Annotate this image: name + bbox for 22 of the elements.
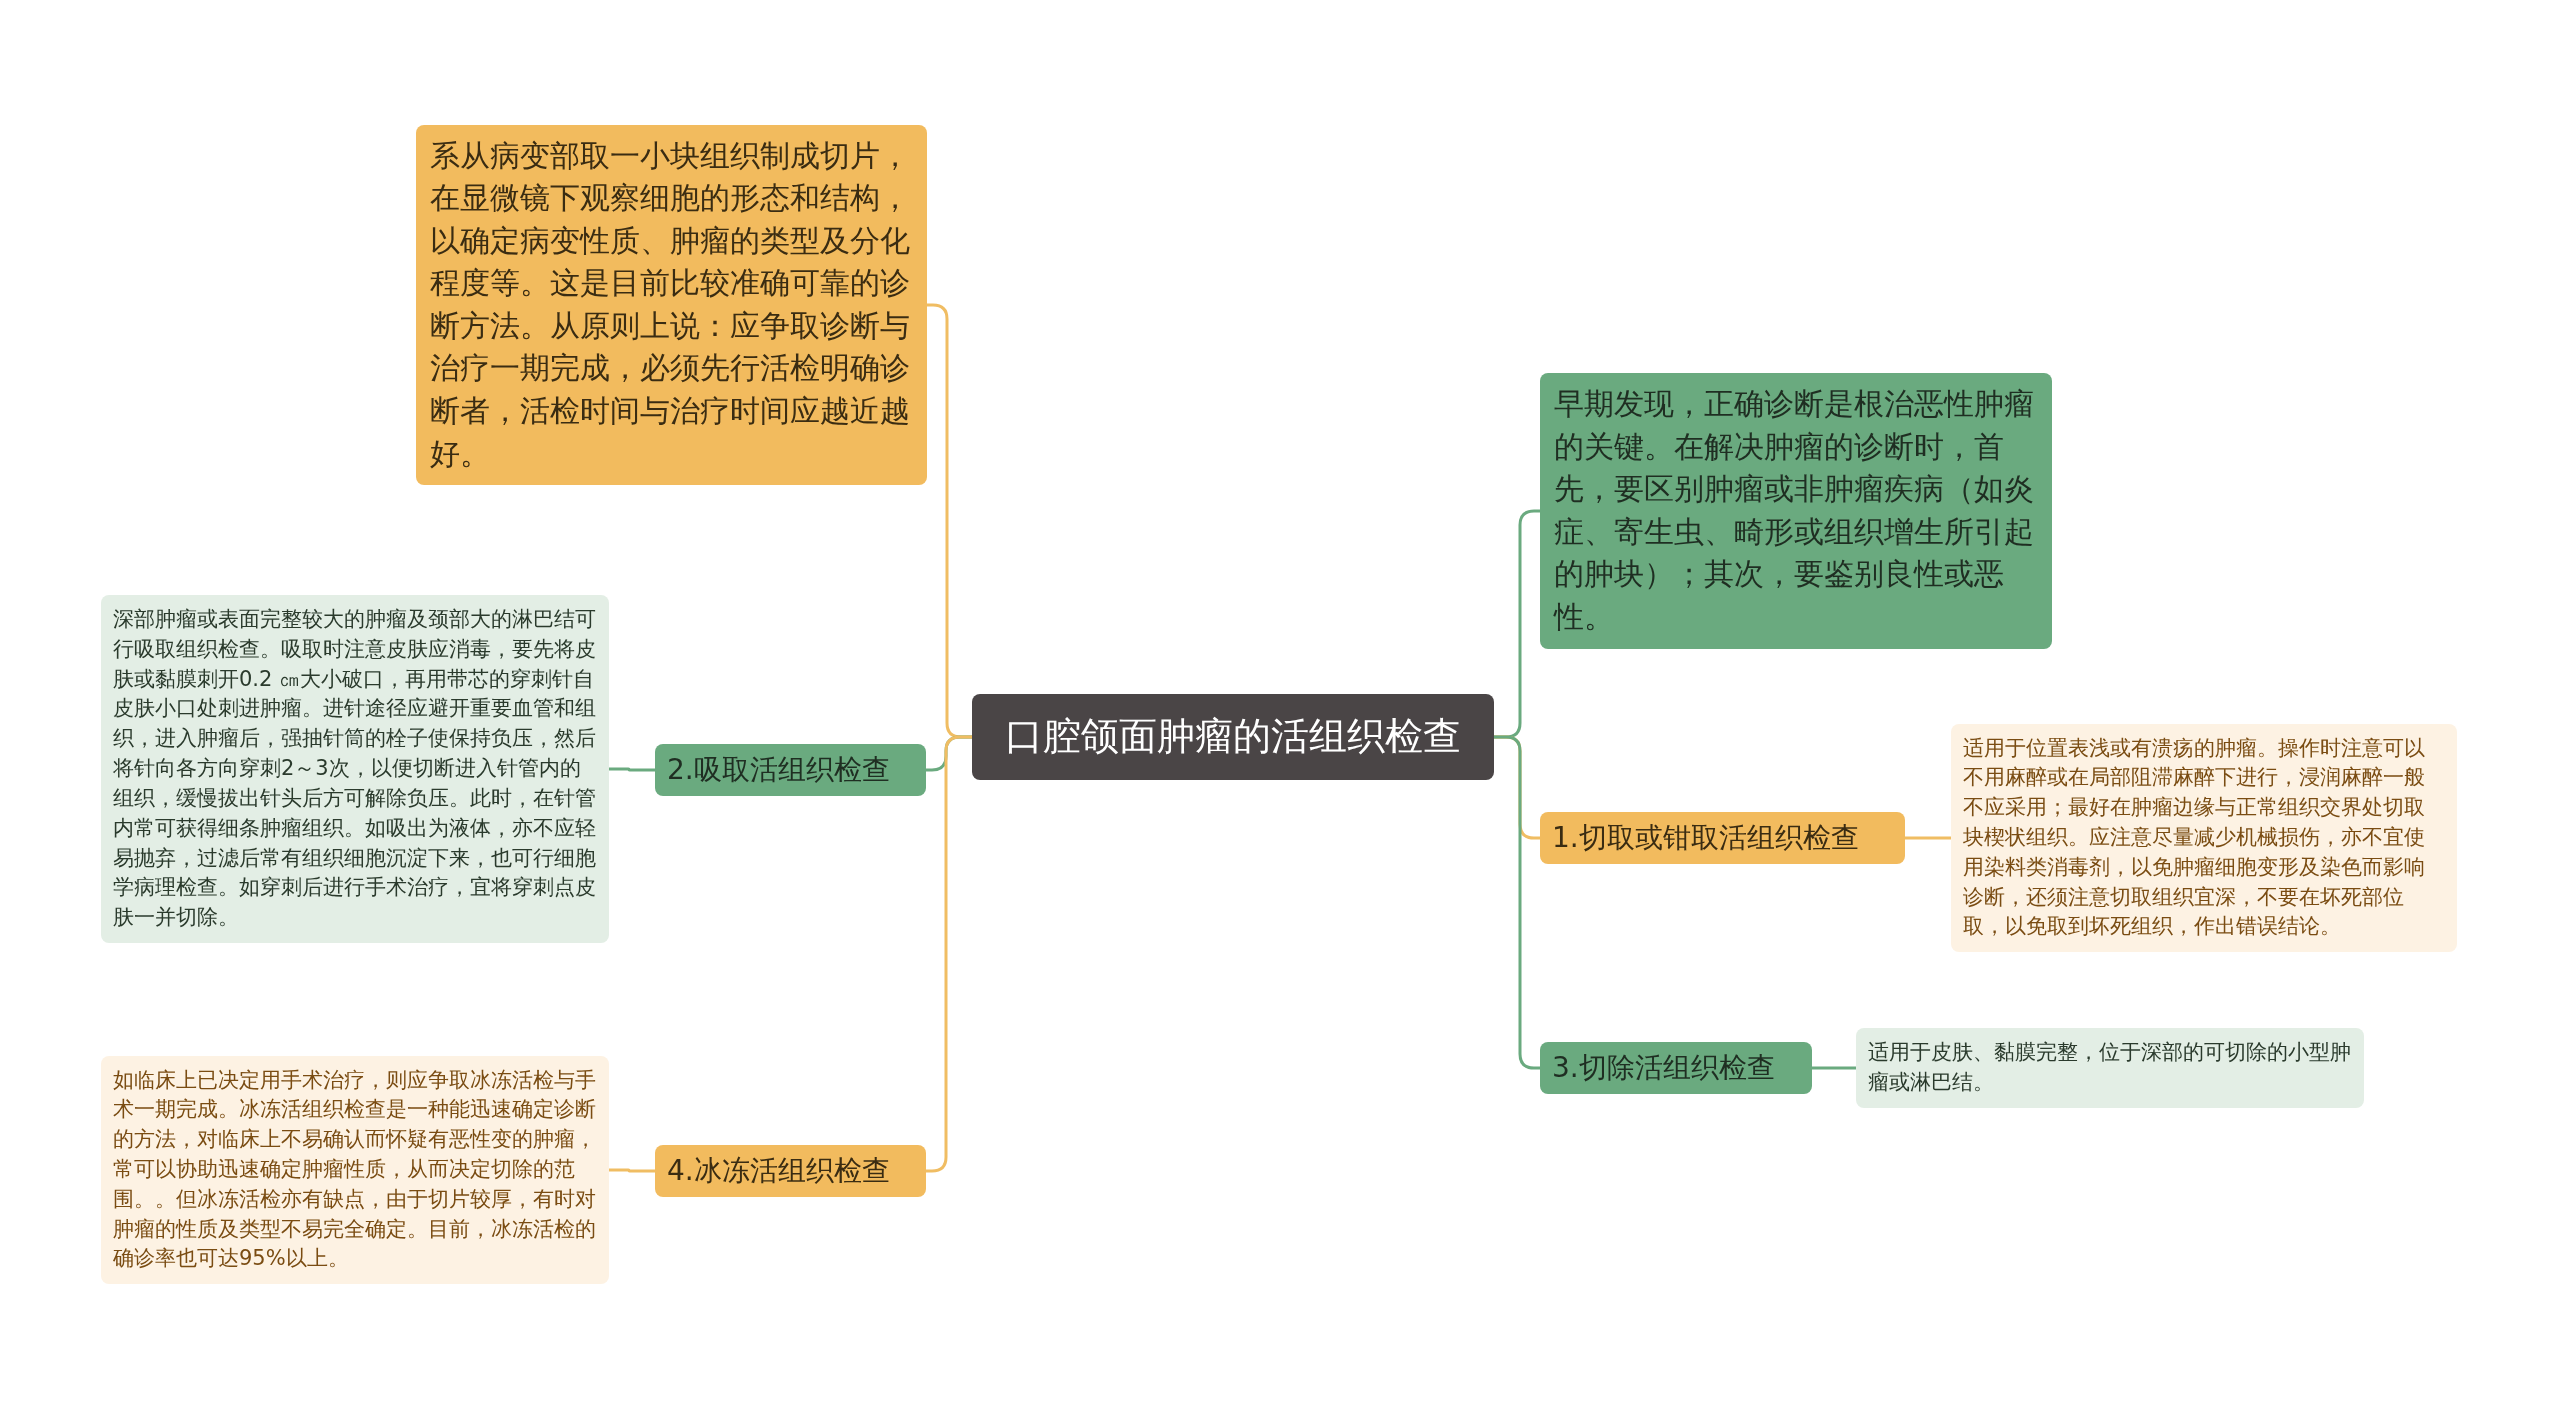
note-text: 系从病变部取一小块组织制成切片，在显微镜下观察细胞的形态和结构，以确定病变性质、肿瘤的类型及分化程度等。这是目前比较准确可靠的诊断方法。从原则上说：应争取诊断与治疗一期完成，必须先行活检明确诊断者，活检时间与治疗时间应越近越好。: [430, 136, 911, 473]
subtopic-box: [655, 1145, 926, 1197]
note-box: [1856, 1028, 2364, 1108]
topic-text: 口腔颌面肿瘤的活组织检查: [1004, 713, 1462, 760]
connector-line: [1905, 836, 1951, 840]
connector-line: [1812, 1066, 1856, 1070]
subtopic-text: 2.吸取活组织检查: [667, 752, 891, 788]
note-text: 深部肿瘤或表面完整较大的肿瘤及颈部大的淋巴结可行吸取组织检查。吸取时注意皮肤应消毒，要先将皮肤或黏膜刺开0.2 ㎝大小破口，再用带芯的穿刺针自皮肤小口处刺进肿瘤。进针途径应避开重要血管和组织，进入肿瘤后，强抽针筒的栓子使保持负压，然后将针向各方向穿刺2～3次，以便切断进入针管内的组织，缓慢拔出针头后方可解除负压。此时，在针管内常可获得细条肿瘤组织。如吸出为液体，亦不应轻易抛弃，过滤后常有组织细胞沉淀下来，也可行细胞学病理检查。如穿刺后进行手术治疗，宜将穿刺点皮肤一并切除。: [113, 606, 597, 932]
note-box: [1951, 723, 2457, 953]
connector-line: [609, 767, 655, 772]
subtopic-text: 1.切取或钳取活组织检查: [1552, 820, 1860, 856]
note-text: 早期发现，正确诊断是根治恶性肿瘤的关键。在解决肿瘤的诊断时，首先，要区别肿瘤或非肿瘤疾病（如炎症、寄生虫、畸形或组织增生所引起的肿块）；其次，要鉴别良性或恶性。: [1554, 385, 2035, 636]
subtopic-text: 3.切除活组织检查: [1552, 1050, 1776, 1086]
note-text: 适用于皮肤、黏膜完整，位于深部的可切除的小型肿瘤或淋巴结。: [1868, 1039, 2352, 1096]
note-text: 适用于位置表浅或有溃疡的肿瘤。操作时注意可以不用麻醉或在局部阻滞麻醉下进行，浸润麻醉一般不应采用；最好在肿瘤边缘与正常组织交界处切取块楔状组织。应注意尽量减少机械损伤，亦不宜使用染料类消毒剂，以免肿瘤细胞变形及染色而影响诊断，还须注意切取组织宜深，不要在坏死部位取，以免取到坏死组织，作出错误结论。: [1963, 734, 2426, 941]
note-text: 如临床上已决定用手术治疗，则应争取冰冻活检与手术一期完成。冰冻活组织检查是一种能迅速确定诊断的方法，对临床上不易确认而怀疑有恶性变的肿瘤，常可以协助迅速确定肿瘤性质，从而决定切除的范围。。但冰冻活检亦有缺点，由于切片较厚，有时对肿瘤的性质及类型不易完全确定。目前，冰冻活检的确诊率也可达95%以上。: [113, 1066, 597, 1273]
connector-line: [609, 1168, 655, 1173]
subtopic-box: [655, 744, 926, 796]
central-topic-box: [972, 694, 1494, 780]
subtopic-text: 4.冰冻活组织检查: [667, 1153, 891, 1189]
subtopic-box: [1540, 1042, 1812, 1094]
subtopic-box: [1540, 812, 1905, 864]
